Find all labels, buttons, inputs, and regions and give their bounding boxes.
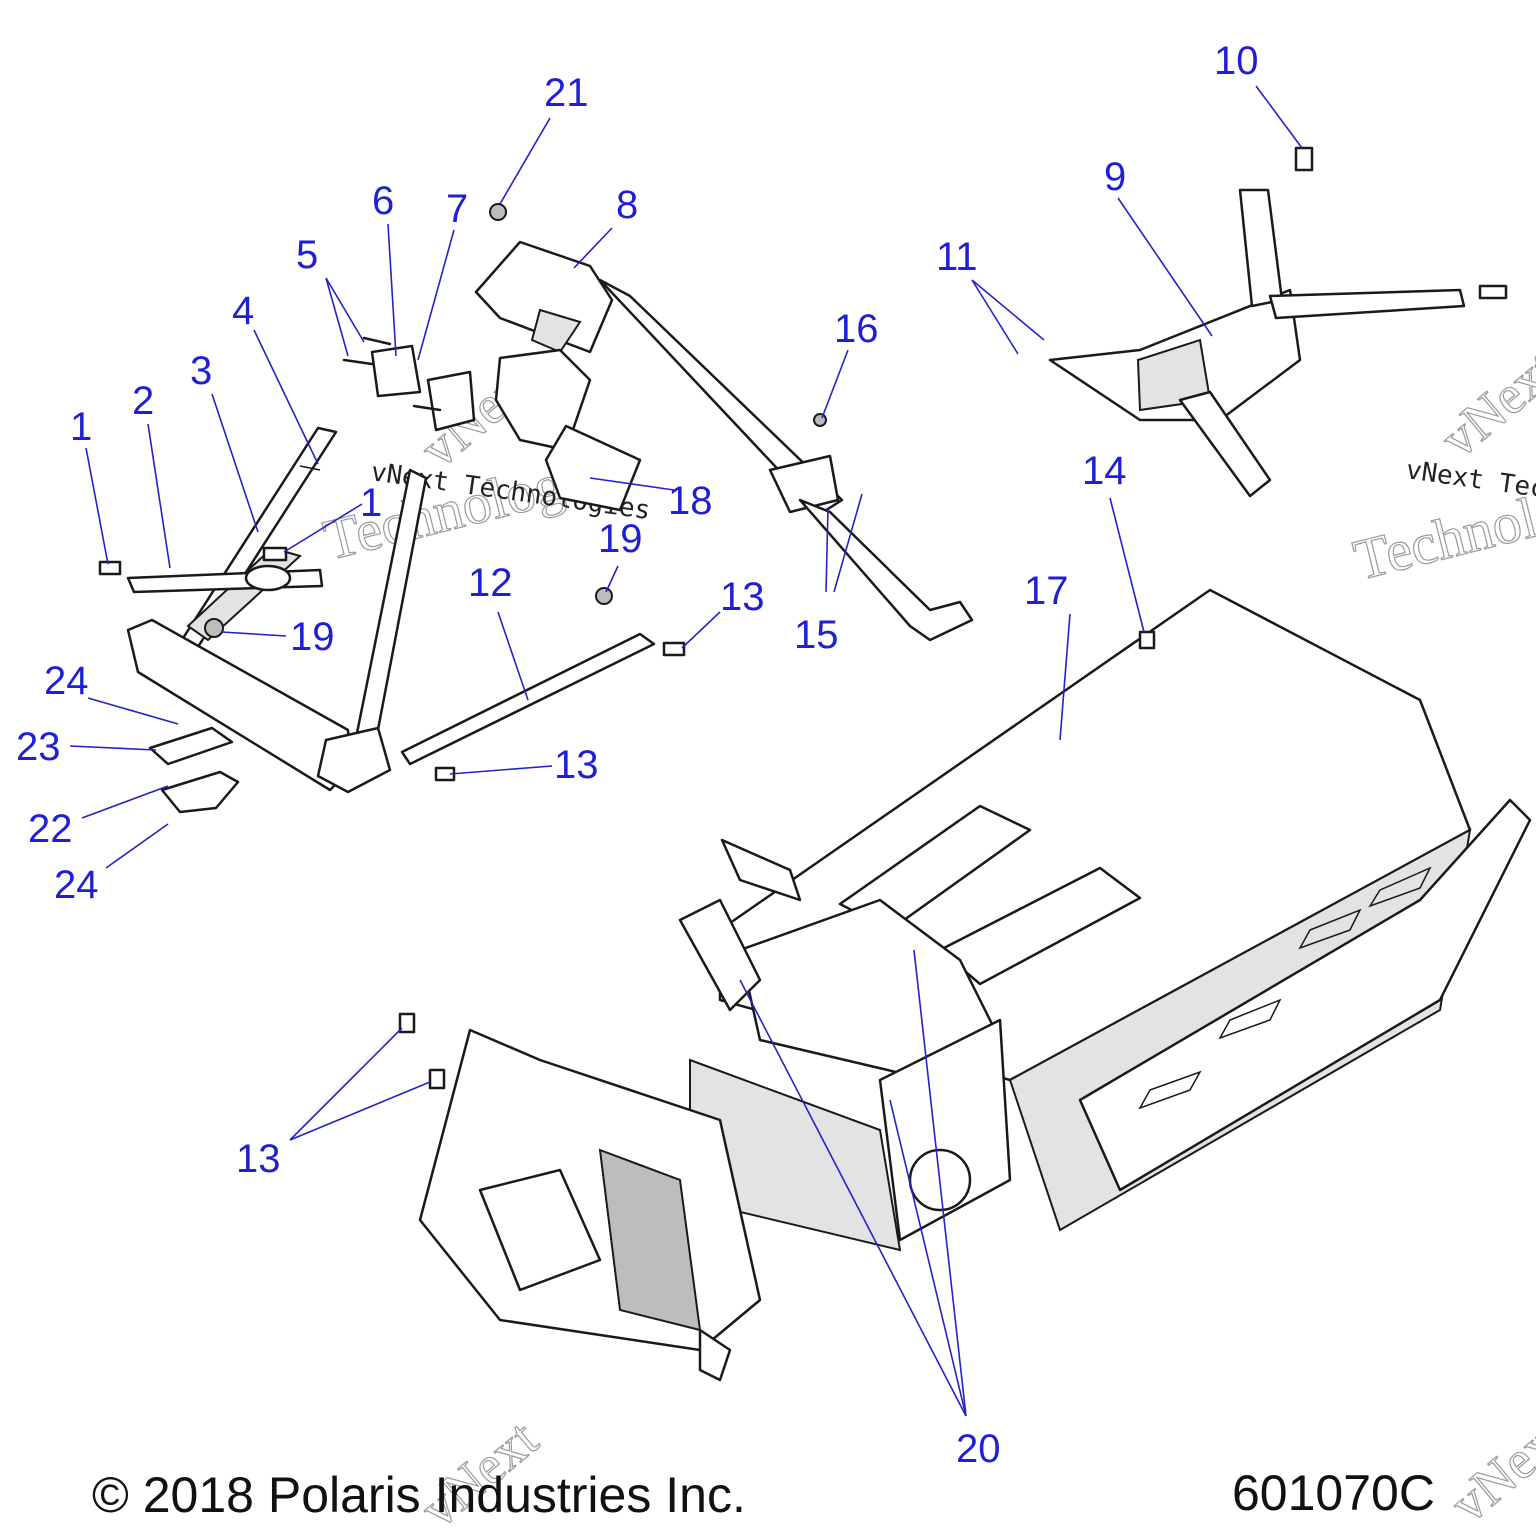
- callout-17: 17: [1024, 569, 1069, 613]
- callout-12: 12: [468, 561, 513, 605]
- bolt-13-d: [428, 1068, 446, 1090]
- nut-21: [489, 203, 507, 221]
- cross-bar-2: [126, 568, 324, 594]
- bracket-18: [544, 424, 642, 512]
- strut-12: [400, 632, 686, 782]
- y-frame-lower-arm: [1178, 390, 1272, 498]
- callout-24-a: 24: [44, 659, 89, 703]
- pin-9: [1478, 284, 1508, 300]
- bracket-6: [370, 344, 422, 398]
- callout-4: 4: [232, 289, 254, 333]
- y-frame-side-arm: [1268, 288, 1466, 320]
- callout-16: 16: [834, 307, 879, 351]
- bolt-13-c: [398, 1012, 416, 1034]
- callout-18: 18: [668, 479, 713, 523]
- callout-1: 1: [70, 405, 92, 449]
- running-board-cutouts: [1138, 866, 1432, 1110]
- plate-23: [148, 726, 234, 766]
- upper-brackets: [342, 336, 476, 432]
- callout-15: 15: [794, 613, 839, 657]
- callout-21: 21: [544, 71, 589, 115]
- callout-11: 11: [936, 235, 978, 279]
- callout-labels: 1 2 3 4 5 6 7 8 9 10 11 1 12 13 13 14 15…: [16, 39, 1259, 1471]
- diagram-id: 601070C: [1232, 1465, 1435, 1521]
- callout-19-b: 19: [290, 615, 335, 659]
- nut-19: [204, 618, 224, 638]
- callout-10: 10: [1214, 39, 1259, 83]
- callout-24-b: 24: [54, 863, 99, 907]
- chassis-17: [398, 588, 1532, 1382]
- bolt-10: [1294, 146, 1314, 172]
- callout-22: 22: [28, 807, 73, 851]
- callout-13-a: 13: [720, 575, 765, 619]
- callout-6: 6: [372, 179, 394, 223]
- bolt-16: [813, 413, 827, 427]
- leader-lines: [69, 85, 1303, 1417]
- callout-13-b: 13: [554, 743, 599, 787]
- y-frame-upper-arm: [1238, 188, 1284, 308]
- bolt-13-a: [662, 641, 686, 657]
- callout-14: 14: [1082, 449, 1127, 493]
- rear-frame-9: [1048, 146, 1508, 498]
- bolt-1-b: [262, 546, 288, 562]
- callout-8: 8: [616, 183, 638, 227]
- running-board: [1078, 798, 1532, 1192]
- watermark-vnext-bottom-right: vNext: [1439, 1403, 1536, 1534]
- callout-19-a: 19: [598, 517, 643, 561]
- callout-20: 20: [956, 1427, 1001, 1471]
- nut-19-b: [595, 587, 613, 605]
- callout-5: 5: [296, 233, 318, 277]
- top-frame-8: [474, 203, 974, 642]
- front-hook: [698, 1328, 732, 1382]
- bracket-7: [426, 370, 476, 432]
- callout-3: 3: [190, 349, 212, 393]
- upright-tab: [720, 838, 802, 902]
- plate-22: [160, 770, 240, 814]
- main-tube-8: [598, 278, 844, 516]
- callout-23: 23: [16, 725, 61, 769]
- bolt-1: [98, 560, 122, 576]
- callout-1-b: 1: [360, 481, 382, 525]
- lower-bracket: [316, 726, 392, 794]
- copyright-text: © 2018 Polaris Industries Inc.: [92, 1467, 746, 1523]
- plate-assembly: [148, 726, 240, 814]
- callout-2: 2: [132, 379, 154, 423]
- watermark-vnext-right: vNext: [1429, 338, 1536, 469]
- front-tube-assembly: [98, 426, 428, 794]
- lower-tube-15: [798, 498, 974, 642]
- footer: © 2018 Polaris Industries Inc. 601070C: [92, 1465, 1435, 1523]
- clip-14: [1138, 630, 1156, 650]
- callout-9: 9: [1104, 155, 1126, 199]
- callout-7: 7: [446, 187, 468, 231]
- callout-13-c: 13: [236, 1137, 281, 1181]
